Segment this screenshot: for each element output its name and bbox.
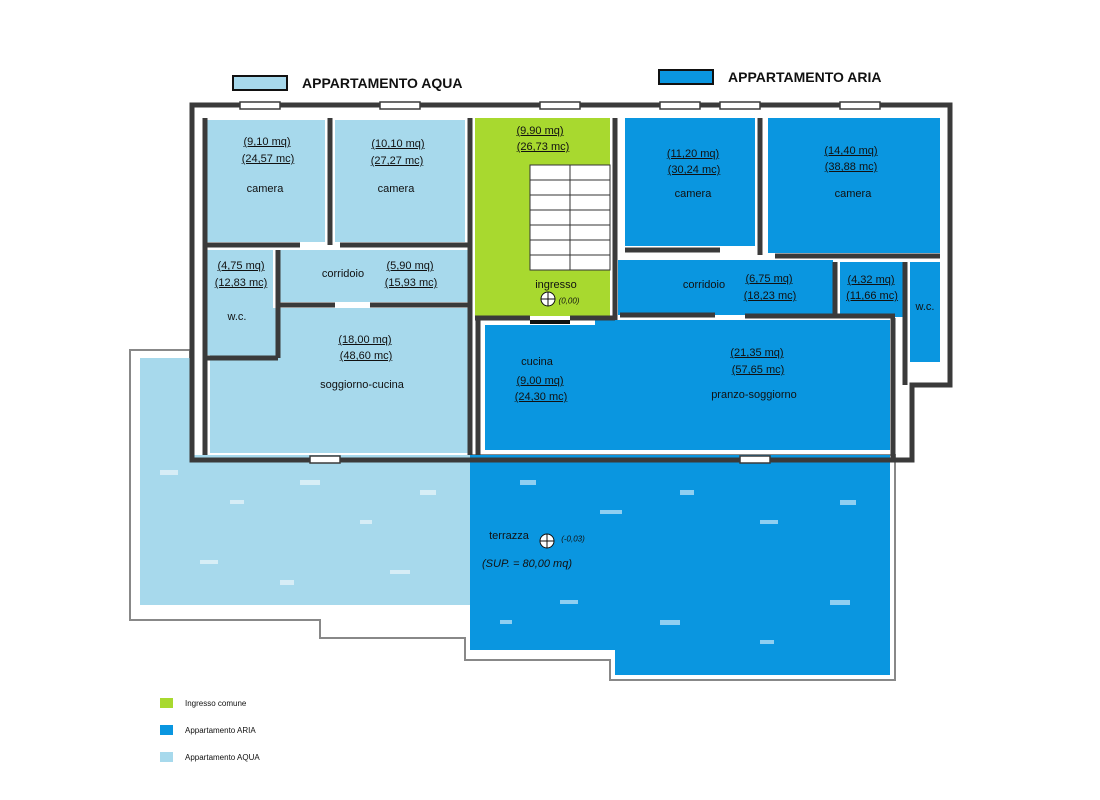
- terrazza-surface: (SUP. = 80,00 mq): [482, 558, 572, 570]
- aria-wc-volume: (11,66 mc): [846, 290, 898, 302]
- aria-cucina-volume: (24,30 mc): [514, 391, 568, 403]
- aqua-corridoio-volume: (15,93 mc): [384, 277, 438, 289]
- aqua-camera-1: [205, 120, 325, 242]
- windows: [239, 101, 881, 464]
- legend-item-common: Ingresso comune: [160, 698, 246, 708]
- header-aqua-label: APPARTAMENTO AQUA: [302, 75, 463, 91]
- legend-item-aria: Appartamento ARIA: [160, 725, 256, 735]
- header-aqua-swatch: [232, 75, 288, 91]
- stairs: [529, 164, 611, 271]
- aqua-wc-name: w.c.: [227, 311, 247, 323]
- aria-corridoio-area: (6,75 mq): [745, 273, 793, 285]
- aqua-camera-1-volume: (24,57 mc): [241, 153, 295, 165]
- aqua-camera-2-name: camera: [377, 183, 415, 195]
- aqua-wc-volume: (12,83 mc): [214, 277, 268, 289]
- aria-pranzo: [595, 320, 890, 450]
- aqua-corridoio: [278, 250, 468, 302]
- aria-cucina-name: cucina: [521, 356, 553, 368]
- aria-camera-1: [625, 118, 755, 246]
- terrazza-elevation: (-0,03): [561, 534, 585, 544]
- ingresso-area: (9,90 mq): [516, 125, 564, 137]
- aria-pranzo-name: pranzo-soggiorno: [711, 389, 797, 401]
- aria-pranzo-area: (21,35 mq): [730, 347, 784, 359]
- header-aria-label: APPARTAMENTO ARIA: [728, 69, 882, 85]
- aria-camera-2-name: camera: [834, 188, 872, 200]
- aqua-corridoio-name: corridoio: [321, 268, 365, 280]
- legend-item-aqua: Appartamento AQUA: [160, 752, 260, 762]
- aqua-camera-2-volume: (27,27 mc): [370, 155, 424, 167]
- aria-corridoio-name: corridoio: [682, 279, 726, 291]
- header-aria-swatch: [658, 69, 714, 85]
- header-aria: APPARTAMENTO ARIA: [658, 69, 881, 85]
- building-outer-wall: [189, 102, 953, 463]
- legend-label-common: Ingresso comune: [185, 698, 247, 708]
- aqua-wc-area: (4,75 mq): [217, 260, 265, 272]
- aqua-camera-1-name: camera: [246, 183, 284, 195]
- aria-camera-2-volume: (38,88 mc): [824, 161, 878, 173]
- aqua-camera-1-area: (9,10 mq): [243, 136, 291, 148]
- aria-corridoio: [618, 260, 833, 315]
- elevation-marker-terrazza: [539, 533, 555, 549]
- header-aqua: APPARTAMENTO AQUA: [232, 75, 462, 91]
- legend-swatch-aria: [160, 725, 173, 735]
- aqua-soggiorno-volume: (48,60 mc): [339, 350, 393, 362]
- aqua-camera-2-area: (10,10 mq): [371, 138, 425, 150]
- aria-pranzo-volume: (57,65 mc): [731, 364, 785, 376]
- aqua-camera-2: [335, 120, 465, 242]
- legend-label-aria: Appartamento ARIA: [185, 725, 256, 735]
- aria-cucina: [485, 325, 595, 450]
- aqua-soggiorno-area: (18,00 mq): [338, 334, 392, 346]
- ingresso-elevation: (0,00): [558, 296, 580, 306]
- elevation-marker-ingresso: [540, 291, 556, 307]
- aria-corridoio-volume: (18,23 mc): [743, 290, 797, 302]
- legend-swatch-common: [160, 698, 173, 708]
- aria-cucina-area: (9,00 mq): [516, 375, 564, 387]
- aria-wc-area: (4,32 mq): [847, 274, 895, 286]
- ingresso-volume: (26,73 mc): [516, 141, 570, 153]
- aria-wc: [840, 262, 905, 317]
- aria-camera-2: [768, 118, 940, 253]
- terrazza-name: terrazza: [489, 530, 529, 542]
- aria-camera-1-name: camera: [674, 188, 712, 200]
- aria-camera-1-volume: (30,24 mc): [667, 164, 721, 176]
- aria-camera-1-area: (11,20 mq): [666, 148, 720, 160]
- terrace-aria-fill: [470, 455, 890, 675]
- legend-label-aqua: Appartamento AQUA: [185, 752, 260, 762]
- aria-camera-2-area: (14,40 mq): [824, 145, 878, 157]
- aria-wc-name: w.c.: [915, 301, 935, 313]
- ingresso-name: ingresso: [535, 279, 577, 291]
- aqua-corridoio-area: (5,90 mq): [386, 260, 434, 272]
- aria-wc-2: [910, 262, 940, 362]
- terrace-texture: [160, 470, 856, 644]
- aqua-soggiorno: [210, 308, 468, 453]
- interior-walls: [202, 118, 940, 460]
- aqua-soggiorno-name: soggiorno-cucina: [320, 379, 404, 391]
- legend-swatch-aqua: [160, 752, 173, 762]
